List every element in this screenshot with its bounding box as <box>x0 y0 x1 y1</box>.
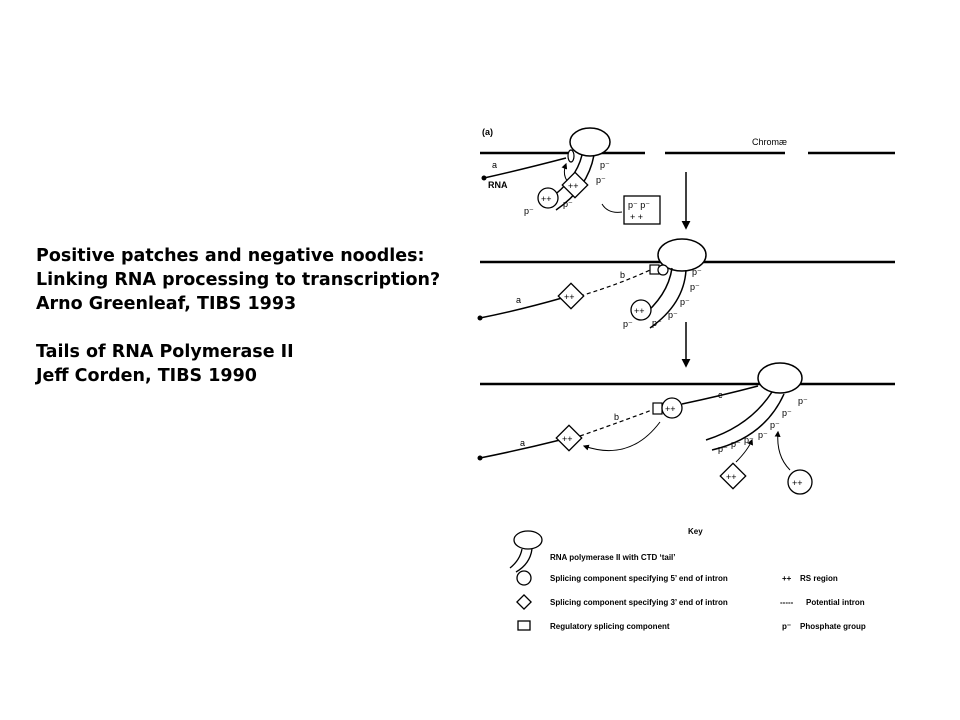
phosphate-box-plus: + + <box>630 212 643 222</box>
splicing-3prime-diamond <box>561 171 589 199</box>
label-a: a <box>492 160 497 170</box>
key-circle-icon <box>516 570 532 586</box>
label-a: a <box>516 295 521 305</box>
ctd-tail <box>649 269 687 329</box>
phosphate: p⁻ <box>690 282 700 292</box>
key-phos-symbol: p⁻ <box>782 622 791 631</box>
rna-strand <box>483 157 567 179</box>
key-phos-label: Phosphate group <box>800 622 866 631</box>
label-b: b <box>614 412 619 422</box>
binding-arrow <box>774 430 791 471</box>
key-circle-label: Splicing component specifying 5’ end of … <box>550 574 728 583</box>
phosphate: p⁻ <box>782 408 792 418</box>
label-a: a <box>520 438 525 448</box>
splicing-5prime-circle <box>657 264 669 276</box>
label-c: c <box>718 390 723 400</box>
citation-title-corden: Tails of RNA Polymerase II <box>36 342 294 362</box>
rs-mark: ++ <box>562 434 573 444</box>
rs-mark: ++ <box>665 404 676 414</box>
ctd-tail <box>705 391 773 441</box>
phosphate: p⁻ <box>652 318 662 328</box>
phosphate: p⁻ <box>668 310 678 320</box>
rna-polymerase-ii <box>657 238 707 272</box>
rna-5prime-end <box>477 315 483 321</box>
key-rs-label: RS region <box>800 574 838 583</box>
citation-title-greenleaf: Positive patches and negative noodles: <box>36 246 425 266</box>
rs-mark: ++ <box>634 306 645 316</box>
splicing-5prime-circle <box>630 299 652 321</box>
splicing-5prime-circle <box>537 187 559 209</box>
splicing-3prime-diamond <box>555 424 583 452</box>
splicing-3prime-diamond <box>557 282 585 310</box>
key-ctd-icon <box>515 548 533 573</box>
phosphate: p⁻ <box>758 430 768 440</box>
phosphate: p⁻ <box>524 206 534 216</box>
splicing-3prime-diamond <box>719 462 747 490</box>
rna-strand <box>681 385 759 405</box>
splicing-5prime-circle <box>661 397 683 419</box>
citation-subtitle-greenleaf: Linking RNA processing to transcription? <box>36 270 441 290</box>
panel-label: (a) <box>482 127 493 137</box>
key-diamond-label: Splicing component specifying 3’ end of … <box>550 598 728 607</box>
key-intron-label: Potential intron <box>806 598 865 607</box>
phosphate: p⁻ <box>600 160 610 170</box>
phosphate: p⁻ <box>680 297 690 307</box>
binding-arrow <box>735 438 754 463</box>
phosphate: p⁻ <box>692 267 702 277</box>
rna-5prime-end <box>477 455 483 461</box>
phosphate: p⁻ <box>798 396 808 406</box>
rna-strand <box>479 439 561 459</box>
key-rs-symbol: ++ <box>782 574 792 583</box>
key-ctd-icon <box>509 548 523 569</box>
rs-mark: ++ <box>792 478 803 488</box>
rna-polymerase-ii <box>757 362 803 394</box>
key-rect-icon <box>517 620 531 631</box>
rs-mark: ++ <box>726 472 737 482</box>
regulatory-component <box>567 149 575 163</box>
rs-mark: ++ <box>568 181 579 191</box>
chrom-label: Chromæ <box>752 137 787 147</box>
rna-strand <box>479 297 563 319</box>
rna-label: RNA <box>488 180 508 190</box>
regulatory-component <box>652 402 663 415</box>
phosphate: p⁻ <box>563 199 573 209</box>
key-pol-icon <box>513 530 543 550</box>
interaction-arrow <box>601 203 623 213</box>
rs-mark: ++ <box>564 292 575 302</box>
citation-text-block: Positive patches and negative noodles: L… <box>36 244 456 388</box>
interaction-arrow <box>582 421 661 452</box>
citation-author-corden: Jeff Corden, TIBS 1990 <box>36 366 257 386</box>
key-rect-label: Regulatory splicing component <box>550 622 670 631</box>
phosphate: p⁻ <box>744 435 754 445</box>
phosphate: p⁻ <box>623 319 633 329</box>
label-b: b <box>620 270 625 280</box>
potential-intron <box>579 409 653 437</box>
key-pol-label: RNA polymerase II with CTD ‘tail’ <box>550 553 676 562</box>
ctd-tail <box>711 393 785 451</box>
potential-intron <box>579 269 651 297</box>
phosphate-box-label: p⁻ p⁻ <box>628 200 650 210</box>
key-intron-symbol: ----- <box>780 598 794 607</box>
rna-5prime-end <box>481 175 487 181</box>
phosphate: p⁻ <box>596 175 606 185</box>
phosphate-box <box>623 195 661 225</box>
key-diamond-icon <box>516 594 532 610</box>
key-title: Key <box>688 527 703 536</box>
citation-author-greenleaf: Arno Greenleaf, TIBS 1993 <box>36 294 297 314</box>
rs-mark: ++ <box>541 194 552 204</box>
rna-polymerase-ii <box>569 127 611 157</box>
splicing-5prime-circle <box>787 469 813 495</box>
phosphate: p⁻ <box>718 444 728 454</box>
phosphate: p⁻ <box>770 420 780 430</box>
phosphate: p⁻ <box>731 439 741 449</box>
